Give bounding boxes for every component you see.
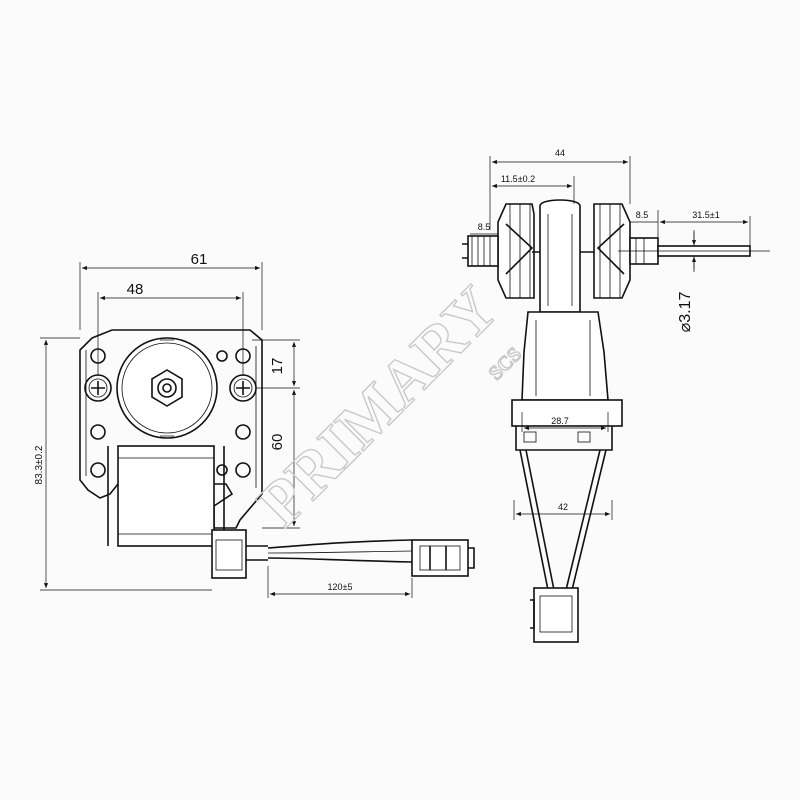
mounting-plate [79,329,263,529]
svg-text:8.5: 8.5 [636,210,649,220]
left-stack [497,203,535,299]
connector [411,539,475,577]
svg-text:44: 44 [555,148,565,158]
dim-120: 120±5 [267,566,413,598]
svg-text:31.5±1: 31.5±1 [692,210,719,220]
svg-text:120±5: 120±5 [328,582,353,592]
left-boss [462,235,499,267]
dim-83: 83.3±0.2 [34,337,212,591]
dim-48: 48 [97,281,244,376]
right-stack [593,203,631,299]
svg-text:60: 60 [269,434,286,451]
side-view: 44 11.5±0.2 8.5 8.5 31.5±1 ⌀3.17 [462,148,770,643]
lead-wires [267,539,413,563]
svg-text:48: 48 [127,281,144,298]
svg-text:28.7: 28.7 [551,416,569,426]
side-connector [530,587,579,643]
dim-42: 42 [513,500,613,520]
svg-text:8.5: 8.5 [478,222,491,232]
dim-11-5: 11.5±0.2 [492,174,575,204]
svg-text:PRIMARY: PRIMARY [244,272,511,539]
rotor [116,337,218,439]
svg-text:17: 17 [269,358,286,375]
svg-text:83.3±0.2: 83.3±0.2 [34,445,45,484]
watermark: PRIMARY SCS [243,272,527,541]
front-view: 61 48 83.3±0.2 17 60 120±5 [34,251,475,598]
coil [107,445,225,547]
dim-61: 61 [79,251,263,330]
shaft [618,237,770,265]
dim-31-5: 31.5±1 [660,210,751,256]
dim-left-8-5: 8.5 [470,222,498,235]
right-screw [229,374,257,402]
svg-text:11.5±0.2: 11.5±0.2 [501,174,535,184]
terminal-block [211,529,268,579]
dim-44: 44 [489,148,631,230]
svg-text:42: 42 [558,502,568,512]
dim-17: 17 [252,339,300,389]
dim-diameter: ⌀3.17 [677,230,697,333]
center-frame [532,199,594,313]
left-screw [84,374,112,402]
coil-housing [511,311,623,451]
svg-text:SCS: SCS [485,343,527,385]
side-lead-wires [519,449,607,591]
dim-60: 60 [262,390,300,529]
svg-text:61: 61 [191,251,208,268]
svg-text:⌀3.17: ⌀3.17 [677,292,694,333]
dim-28-7: 28.7 [521,412,609,432]
dim-right-8-5: 8.5 [630,210,659,238]
